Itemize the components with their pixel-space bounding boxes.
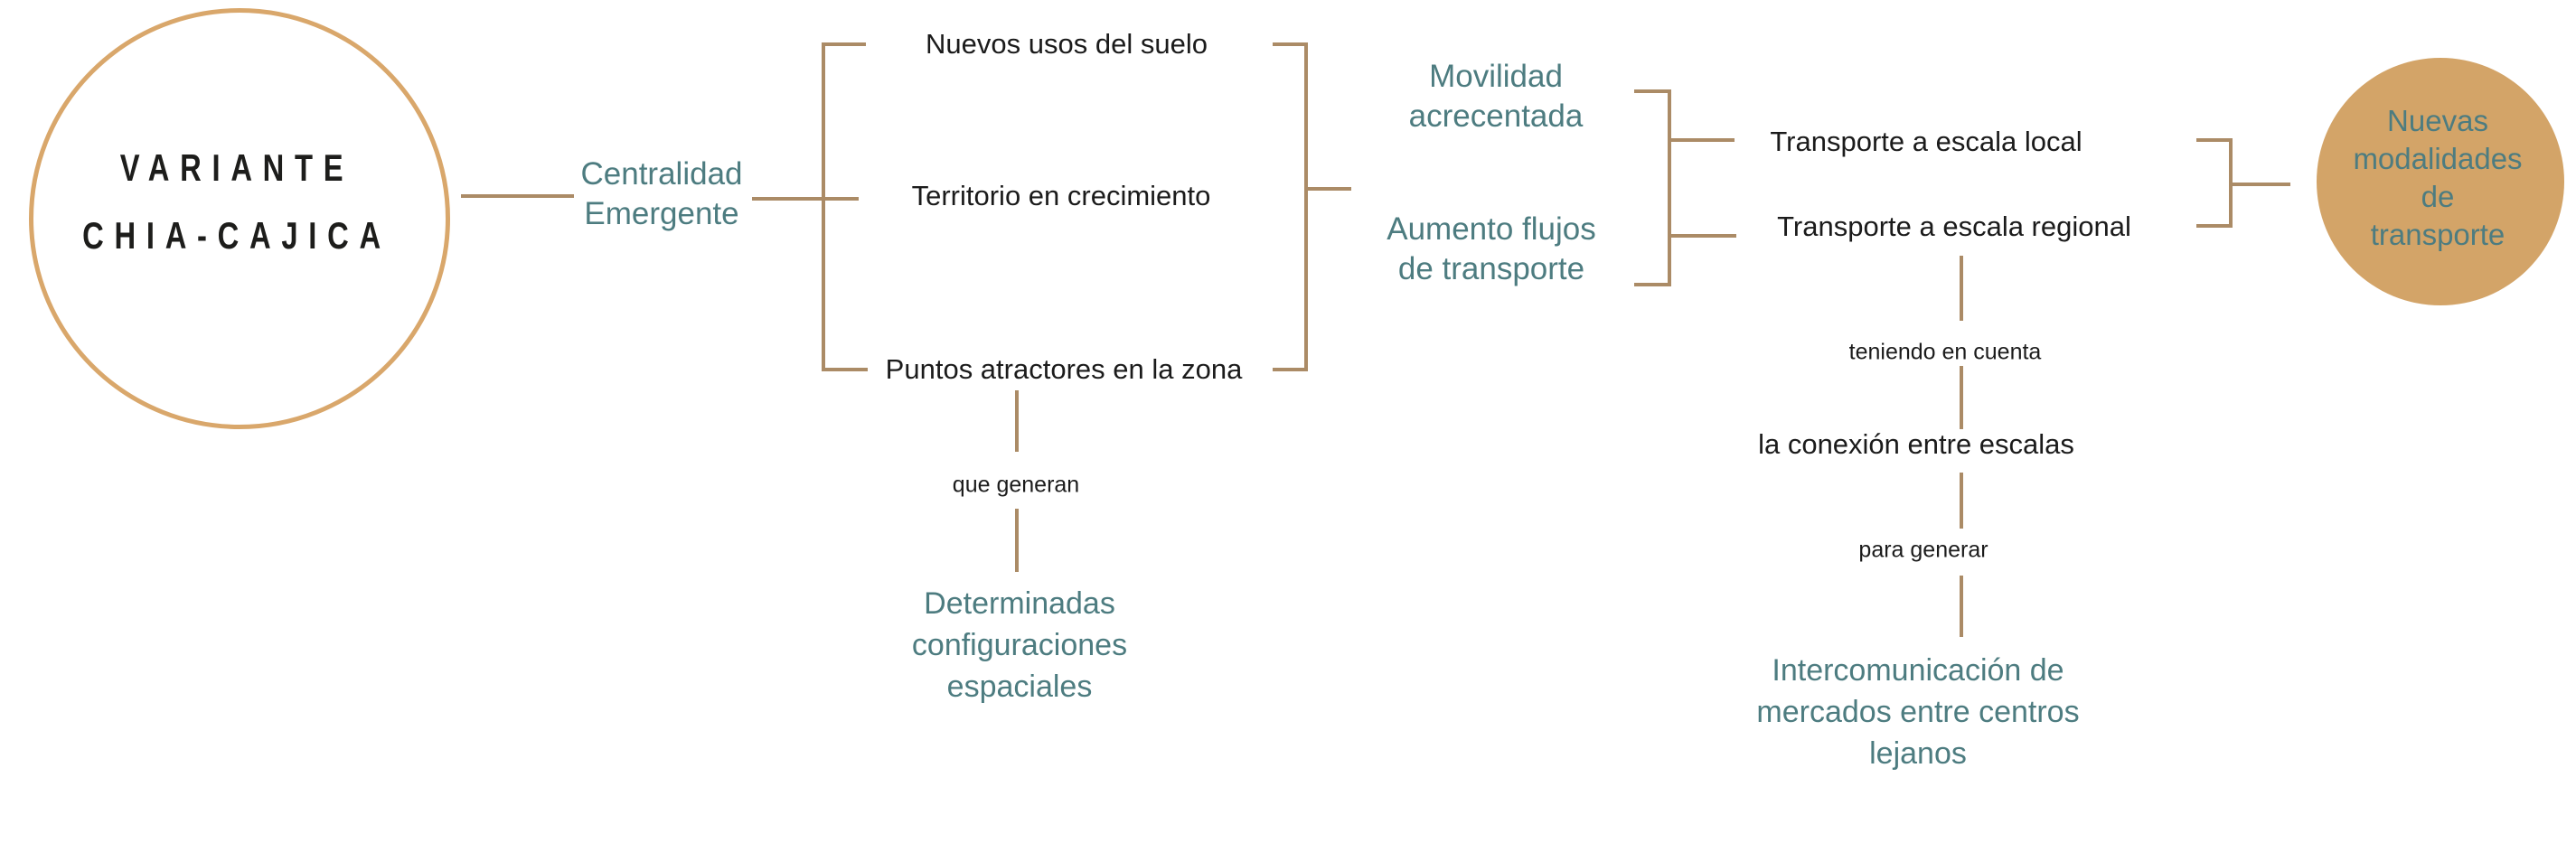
bracket-line: [1634, 283, 1669, 286]
connector-line: [1015, 390, 1019, 452]
logo-title-line2: CHIA-CAJICA: [82, 214, 391, 257]
connector-line: [1960, 366, 1963, 429]
connector-line: [1960, 256, 1963, 321]
node-conexion-entre-escalas: la conexión entre escalas: [1758, 428, 2074, 460]
connector-line: [1960, 473, 1963, 529]
connector-line: [2233, 183, 2290, 186]
connector-label-teniendo-en-cuenta: teniendo en cuenta: [1848, 339, 2042, 365]
bracket-line: [1273, 42, 1306, 46]
connector-line: [1671, 234, 1736, 238]
node-movilidad-acrecentada: Movilidad acrecentada: [1408, 59, 1584, 134]
connector-line: [1308, 187, 1351, 191]
node-transporte-local: Transporte a escala local: [1770, 126, 2082, 157]
bracket-line: [2229, 138, 2233, 228]
bracket-line: [1273, 368, 1306, 371]
connector-line: [461, 194, 574, 198]
logo-title-line1: VARIANTE: [119, 146, 354, 189]
bracket-line: [1634, 89, 1669, 93]
bracket-line: [822, 42, 825, 371]
bracket-line: [1668, 89, 1671, 286]
node-transporte-regional: Transporte a escala regional: [1777, 211, 2131, 242]
connector-line: [1960, 576, 1963, 637]
node-nuevas-modalidades: Nuevas modalidades de transporte: [2353, 104, 2523, 251]
bracket-line: [823, 42, 866, 46]
node-configuraciones-espaciales: Determinadas configuraciones espaciales: [911, 586, 1128, 704]
connector-line: [1671, 138, 1735, 142]
node-aumento-flujos: Aumento flujos de transporte: [1387, 211, 1596, 286]
node-intercomunicacion-mercados: Intercomunicación de mercados entre cent…: [1756, 653, 2080, 771]
connector-label-que-generan: que generan: [952, 472, 1080, 498]
connector-label-para-generar: para generar: [1858, 537, 1988, 563]
bracket-line: [2196, 224, 2231, 228]
result-circle: [2317, 58, 2564, 305]
logo-circle: [29, 8, 450, 429]
node-nuevos-usos: Nuevos usos del suelo: [926, 28, 1208, 60]
connector-line: [752, 197, 859, 201]
bracket-line: [1304, 42, 1308, 371]
connector-line: [1015, 509, 1019, 572]
bracket-line: [823, 368, 868, 371]
bracket-line: [2196, 138, 2231, 142]
node-puntos-atractores: Puntos atractores en la zona: [885, 353, 1243, 385]
node-centralidad-emergente: Centralidad Emergente: [580, 156, 743, 231]
node-territorio-crecimiento: Territorio en crecimiento: [911, 180, 1211, 211]
